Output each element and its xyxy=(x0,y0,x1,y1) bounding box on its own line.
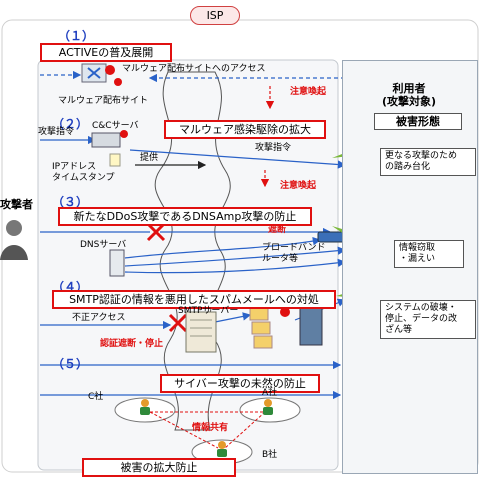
heading-damage-spread: 被害の拡大防止 xyxy=(82,458,236,477)
damage-type-heading: 被害形態 xyxy=(374,113,462,130)
company-a-person-icon xyxy=(264,399,272,407)
damage-system-destruction: システムの破壊・ 停止、データの改 ざん等 xyxy=(380,300,476,339)
attack-command-label-2: 攻撃指令 xyxy=(255,143,292,153)
section-number-1: （１） xyxy=(58,29,95,43)
router-icon xyxy=(317,231,345,243)
spam-arrow xyxy=(214,312,252,323)
attack-command-arrow-2 xyxy=(129,149,347,169)
info-share-label: 情報共有 xyxy=(192,423,229,433)
info-share-lines xyxy=(149,411,266,449)
smtp-server-icon xyxy=(185,311,217,353)
malware-bug-icon-1 xyxy=(105,65,115,75)
auth-block-x-mark xyxy=(168,313,188,333)
warning-label-1: 注意喚起 xyxy=(290,87,327,97)
isp-title: ISP xyxy=(190,6,240,25)
spam-bug-icon xyxy=(280,307,290,317)
unauthorized-access-label: 不正アクセス xyxy=(72,313,126,323)
warning-label-2: 注意喚起 xyxy=(280,181,317,191)
malware-site-mark xyxy=(87,67,101,79)
block-x-mark xyxy=(146,222,166,242)
malware-bug-icon-2 xyxy=(114,78,122,86)
company-b-person-body xyxy=(217,449,227,457)
mail-server-rack-icon xyxy=(299,304,323,346)
block-label: 遮断 xyxy=(268,225,287,235)
company-c-person-body xyxy=(140,407,150,415)
heading-malware-removal: マルウェア感染駆除の拡大 xyxy=(164,120,326,139)
dns-amp-arrow-1 xyxy=(124,237,322,259)
isp-region xyxy=(1,19,479,473)
mail-icon-2 xyxy=(251,321,271,335)
broadband-router-label: ブロードバンド ルータ等 xyxy=(262,243,326,264)
user-panel-title: 利用者 (攻撃対象) xyxy=(381,82,437,108)
dns-server-icon xyxy=(109,249,125,277)
attacker-body-icon xyxy=(0,245,28,260)
heading-active: ACTIVEの普及展開 xyxy=(40,43,172,62)
section-number-5: （５） xyxy=(52,357,89,371)
malware-access-label: マルウェア配布サイトへのアクセス xyxy=(122,64,266,74)
provide-label: 提供 xyxy=(140,153,159,163)
auth-block-label: 認証遮断・停止 xyxy=(100,339,164,349)
company-c-label: C社 xyxy=(88,392,104,402)
dns-server-label: DNSサーバ xyxy=(80,240,127,250)
heading-prevention: サイバー攻撃の未然の防止 xyxy=(160,374,320,393)
company-b-person-icon xyxy=(218,441,226,449)
section-number-3: （３） xyxy=(52,195,89,209)
ip-document-icon xyxy=(109,153,121,167)
heading-dnsamp: 新たなDDoS攻撃であるDNSAmp攻撃の防止 xyxy=(58,207,312,226)
internet-cloud xyxy=(154,71,231,431)
heading-smtp-spam: SMTP認証の情報を悪用したスパムメールへの対処 xyxy=(52,290,336,309)
damage-stepping-stone: 更なる攻撃のため の踏み台化 xyxy=(380,148,476,176)
attack-command-label-1: 攻撃指令 xyxy=(38,127,75,137)
section-number-2: （２） xyxy=(52,117,89,131)
company-b-label: B社 xyxy=(262,450,278,460)
dns-amp-arrow-3 xyxy=(124,258,347,274)
company-a-person-body xyxy=(263,407,273,415)
attacker-head-icon xyxy=(6,220,22,236)
attacker-label: 攻撃者 xyxy=(0,198,33,211)
company-c-person-icon xyxy=(141,399,149,407)
damage-info-leak: 情報窃取 ・漏えい xyxy=(394,240,464,268)
cc-server-label: C&Cサーバ xyxy=(92,121,139,131)
mail-icon-3 xyxy=(253,335,273,349)
cc-bug-icon xyxy=(120,130,128,138)
malware-site-label: マルウェア配布サイト xyxy=(58,96,149,106)
cc-server-icon xyxy=(91,132,121,148)
company-a-label: A社 xyxy=(262,388,278,398)
ip-timestamp-label: IPアドレス タイムスタンプ xyxy=(52,162,115,183)
dns-amp-arrow-2 xyxy=(124,246,347,267)
mail-icon-1 xyxy=(249,307,269,321)
smtp-server-label: SMTPサーバー xyxy=(178,306,239,316)
